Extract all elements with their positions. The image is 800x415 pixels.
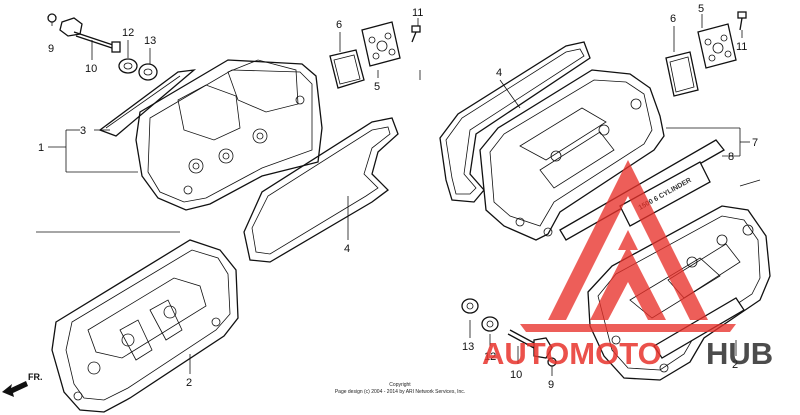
front-direction-label: FR. <box>28 372 43 382</box>
callout-12-right: 12 <box>484 351 496 363</box>
head-cover-gasket-strip-3 <box>98 69 197 137</box>
bolt-11-right <box>737 11 747 31</box>
callout-13: 13 <box>144 35 156 47</box>
callout-8: 8 <box>728 151 734 163</box>
watermark-triangle-mark <box>548 160 708 320</box>
callout-6-right: 6 <box>670 13 676 25</box>
callout-3: 3 <box>80 125 86 137</box>
callout-10: 10 <box>85 63 97 75</box>
bolt-11-left <box>411 25 421 43</box>
watermark-text-hub: HUB <box>706 336 773 371</box>
gasket-6-right <box>665 51 699 97</box>
copyright-line-1: Copyright <box>389 382 411 388</box>
head-cover-left-lower <box>51 239 239 413</box>
head-cover-gasket-4-left <box>243 117 399 263</box>
callout-10-right: 10 <box>510 369 522 381</box>
callout-6: 6 <box>336 19 342 31</box>
callout-4: 4 <box>344 243 350 255</box>
callout-9-right: 9 <box>548 379 554 391</box>
callout-9: 9 <box>48 43 54 55</box>
callout-4-right: 4 <box>496 67 502 79</box>
callout-5: 5 <box>374 81 380 93</box>
callout-1: 1 <box>38 142 44 154</box>
head-cover-right-upper <box>479 69 665 241</box>
hardware-left-upper <box>47 13 158 81</box>
copyright-notice: Copyright Page design (c) 2004 - 2014 by… <box>335 382 465 395</box>
callout-7: 7 <box>752 137 758 149</box>
cover-plate-5-right <box>697 23 737 69</box>
front-direction-arrow: FR. <box>2 372 43 397</box>
watermark-text-automoto: AUTOMOTO <box>482 336 662 371</box>
callout-11: 11 <box>412 7 423 19</box>
callout-12: 12 <box>122 27 134 39</box>
cover-plate-5-left <box>361 21 401 67</box>
gasket-6-left <box>329 49 365 89</box>
watermark-logo <box>520 160 736 332</box>
head-cover-left-upper <box>135 59 323 211</box>
callout-13-right: 13 <box>462 341 474 353</box>
copyright-line-2: Page design (c) 2004 - 2014 by ARI Netwo… <box>335 389 465 395</box>
callout-5-right: 5 <box>698 3 704 15</box>
leader-lines <box>36 14 761 376</box>
callout-2: 2 <box>186 377 192 389</box>
watermark-wordmark: AUTOMOTO HUB <box>482 336 773 371</box>
head-cover-gasket-4-right <box>439 41 591 203</box>
callout-2-right: 2 <box>732 359 738 371</box>
callout-labels: 9 10 12 13 3 1 6 5 11 4 2 4 6 5 11 7 8 1… <box>38 3 758 391</box>
callout-11-right: 11 <box>736 41 747 53</box>
